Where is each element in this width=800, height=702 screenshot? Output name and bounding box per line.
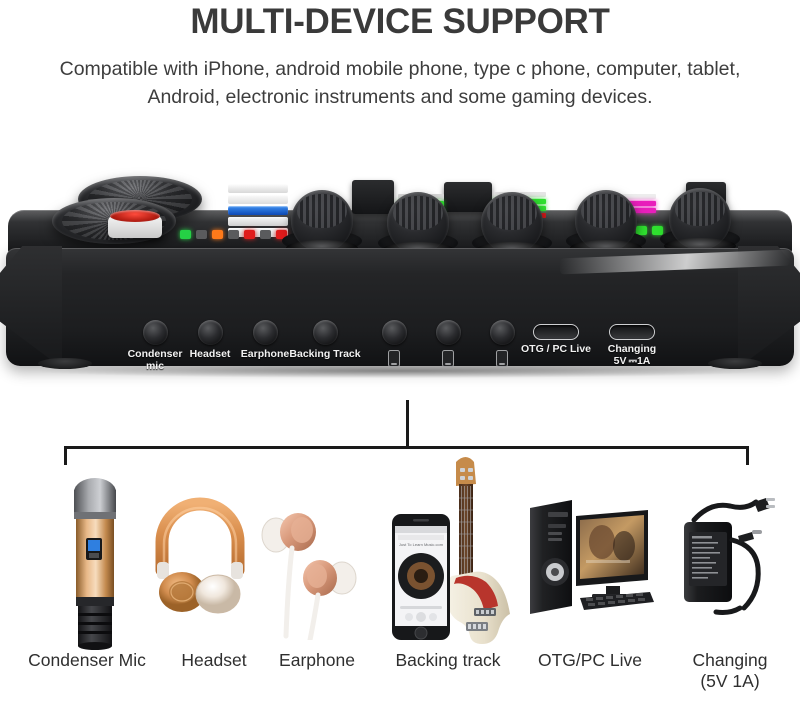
connector-bracket xyxy=(0,395,800,465)
product-otg-pc-live xyxy=(524,494,656,625)
product-changing-adapter xyxy=(676,496,784,625)
label-changing: Changing(5V 1A) xyxy=(692,650,768,691)
volume-knob-3[interactable] xyxy=(476,192,548,258)
port-mobile-1[interactable] xyxy=(369,320,419,367)
jack-icon xyxy=(252,320,278,345)
port-label: Earphone xyxy=(240,348,290,360)
phone-icon xyxy=(388,350,400,367)
jack-icon xyxy=(197,320,223,345)
page-subtitle: Compatible with iPhone, android mobile p… xyxy=(59,58,741,108)
button-bank-blue[interactable] xyxy=(228,184,288,239)
volume-knob-2[interactable] xyxy=(382,192,454,258)
device-foot-right xyxy=(708,358,762,369)
phone-icon xyxy=(442,350,454,367)
jack-icon xyxy=(381,320,407,345)
compatible-device-images: Just To Learn Music.com xyxy=(0,448,800,651)
label-headset: Headset xyxy=(181,650,247,670)
sound-card-device xyxy=(0,168,800,398)
jack-icon xyxy=(312,320,338,345)
device-label-row: Condenser Mic Headset Earphone Backing t… xyxy=(0,650,800,702)
led-indicator-row xyxy=(180,230,287,239)
device-drop-shadow xyxy=(40,364,760,378)
label-earphone: Earphone xyxy=(279,650,355,670)
phone-icon xyxy=(496,350,508,367)
port-label: Headset xyxy=(189,348,231,360)
port-backing-track[interactable]: Backing Track xyxy=(284,320,366,361)
port-label: OTG / PC Live xyxy=(520,343,591,355)
bracket-leg-right xyxy=(746,446,749,465)
label-backing-track: Backing track xyxy=(395,650,501,670)
port-otg-pc-live[interactable]: OTG / PC Live xyxy=(509,320,603,356)
red-record-button[interactable] xyxy=(108,210,162,238)
port-mobile-3[interactable] xyxy=(477,320,527,367)
product-condenser-mic xyxy=(60,476,130,656)
volume-knob-5[interactable] xyxy=(664,188,736,254)
jack-icon xyxy=(142,320,168,345)
page-title: MULTI-DEVICE SUPPORT xyxy=(190,2,610,41)
jack-icon xyxy=(435,320,461,345)
port-label: Backing Track xyxy=(289,348,361,360)
port-mobile-2[interactable] xyxy=(423,320,473,367)
top-panel-slab-left xyxy=(352,180,394,214)
jack-icon xyxy=(489,320,515,345)
port-earphone[interactable]: Earphone xyxy=(228,320,302,361)
bracket-stem xyxy=(406,400,409,447)
volume-knob-1[interactable] xyxy=(286,190,358,256)
product-earphone xyxy=(258,490,358,645)
port-headset[interactable]: Headset xyxy=(173,320,247,361)
product-backing-track: Just To Learn Music.com xyxy=(386,450,510,651)
label-condenser-mic: Condenser Mic xyxy=(28,650,146,670)
volume-knob-4[interactable] xyxy=(570,190,642,256)
label-otg-pc-live: OTG/PC Live xyxy=(537,650,643,670)
product-headset xyxy=(152,496,248,619)
usb-c-icon xyxy=(533,324,579,340)
device-foot-left xyxy=(38,358,92,369)
bracket-crossbar xyxy=(64,446,749,449)
usb-c-icon xyxy=(609,324,655,340)
bracket-leg-left xyxy=(64,446,67,465)
svg-text:Just To Learn Music.com: Just To Learn Music.com xyxy=(399,542,444,547)
